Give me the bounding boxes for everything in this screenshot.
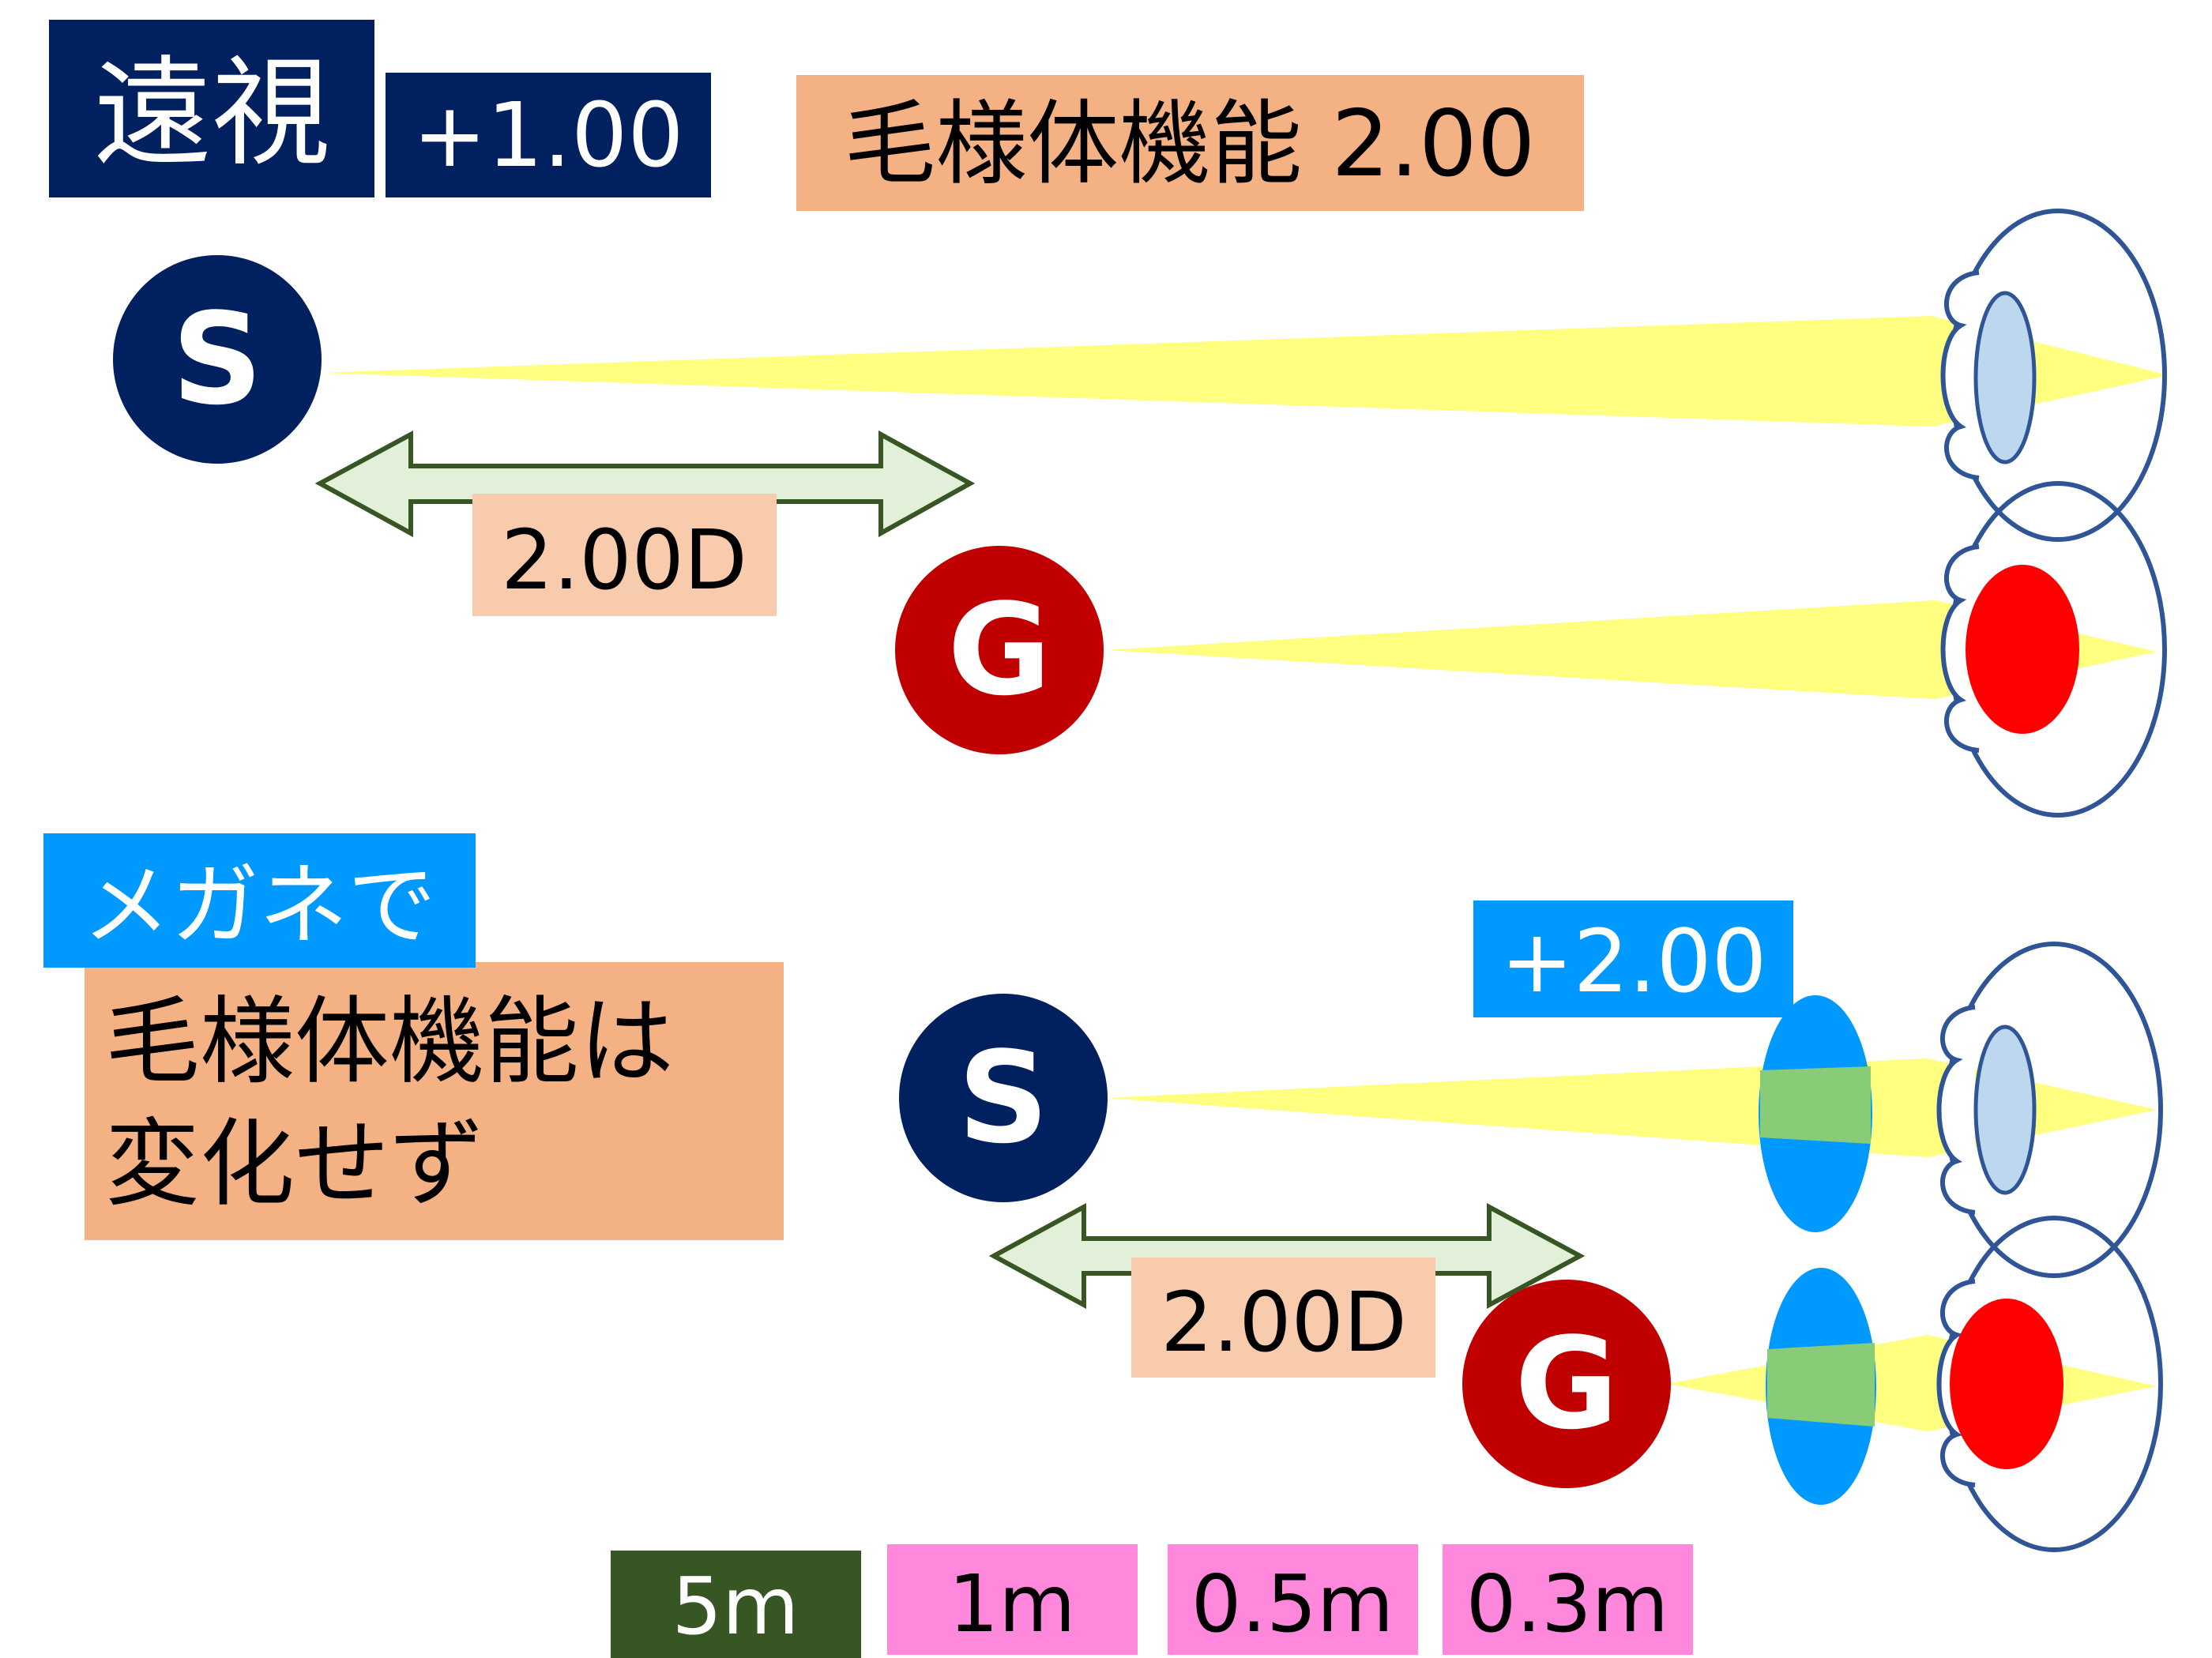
near-point-letter: G bbox=[947, 576, 1051, 724]
accommodation-label: 毛様体機能 2.00 bbox=[844, 91, 1535, 197]
distance-box-5m bbox=[611, 1551, 861, 1658]
glasses-label-box bbox=[43, 833, 476, 968]
note-line-1: 毛様体機能は bbox=[105, 987, 674, 1097]
light-ray-far-top bbox=[320, 316, 1932, 427]
far-point-letter: S bbox=[957, 1024, 1048, 1171]
distance-5m: 5m bbox=[672, 1560, 799, 1652]
near-point-marker-bottom: G bbox=[1462, 1280, 1671, 1488]
distance-box-0-3m bbox=[1443, 1544, 1693, 1655]
red-lens-icon bbox=[1950, 1299, 2063, 1469]
red-lens-icon bbox=[1966, 565, 2079, 734]
distance-1m: 1m bbox=[948, 1558, 1075, 1650]
far-point-letter: S bbox=[171, 285, 262, 433]
near-point-marker-top: G bbox=[895, 546, 1104, 754]
distance-box-0-5m bbox=[1168, 1544, 1418, 1655]
hyperopia-value: +1.00 bbox=[412, 85, 683, 187]
lens-ray-overlap-upper bbox=[1760, 1066, 1871, 1144]
range-label-box-bottom bbox=[1131, 1258, 1435, 1378]
lens-power-value: +2.00 bbox=[1500, 911, 1766, 1012]
crystalline-lens-icon bbox=[1973, 1025, 2037, 1195]
distance-box-1m bbox=[887, 1544, 1138, 1655]
distance-0-3m: 0.3m bbox=[1466, 1558, 1668, 1650]
far-point-marker-bottom: S bbox=[899, 994, 1108, 1202]
crystalline-lens-icon bbox=[1973, 291, 2037, 464]
range-label-box-top bbox=[472, 494, 777, 616]
accommodation-box bbox=[796, 75, 1584, 211]
eye-far-bottom bbox=[1936, 942, 2163, 1278]
light-ray-near-top bbox=[1106, 600, 1936, 699]
range-arrow-top bbox=[314, 430, 976, 538]
range-label-top: 2.00D bbox=[501, 512, 747, 608]
title-box bbox=[49, 20, 374, 197]
eye-far-top bbox=[1940, 209, 2167, 542]
page-title: 遠視 bbox=[93, 45, 330, 182]
eye-near-bottom bbox=[1936, 1216, 2163, 1552]
distance-0-5m: 0.5m bbox=[1191, 1558, 1394, 1650]
eye-near-top bbox=[1940, 481, 2167, 818]
glasses-label: メガネで bbox=[82, 855, 436, 957]
lens-power-box bbox=[1473, 900, 1793, 1017]
range-arrow-bottom bbox=[988, 1202, 1586, 1310]
range-label-bottom: 2.00D bbox=[1161, 1274, 1407, 1370]
near-point-letter: G bbox=[1514, 1310, 1618, 1457]
hyperopia-value-box bbox=[386, 73, 711, 197]
far-point-marker-top: S bbox=[113, 255, 322, 464]
note-box bbox=[85, 962, 784, 1240]
lens-ray-overlap-lower bbox=[1767, 1343, 1875, 1427]
light-ray-far-bottom bbox=[1106, 1058, 1928, 1157]
note-line-2: 変化せず bbox=[105, 1110, 484, 1220]
